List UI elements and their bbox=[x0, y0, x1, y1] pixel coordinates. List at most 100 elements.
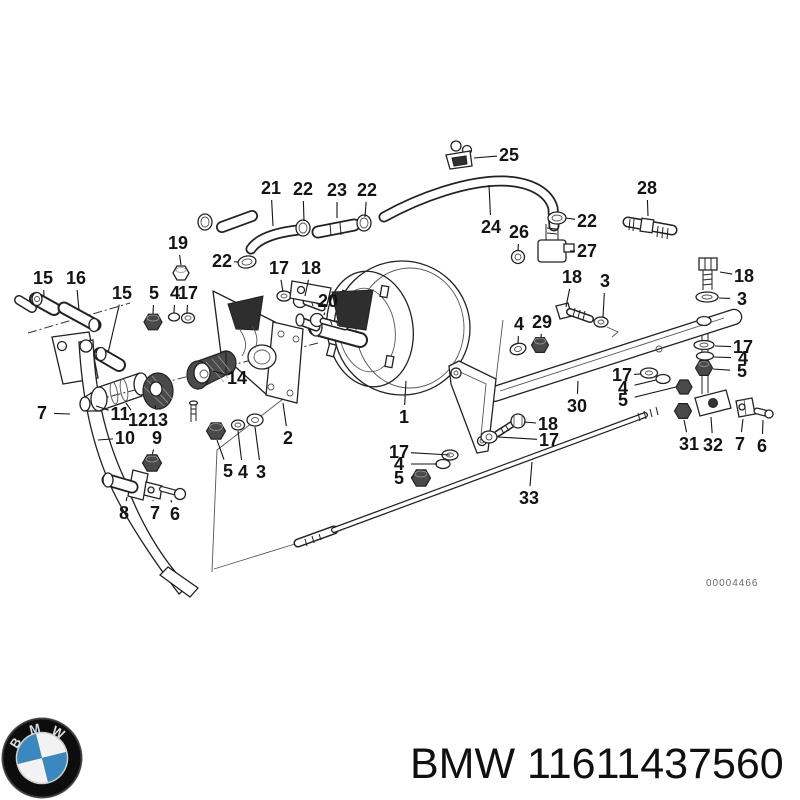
callout-leader-30 bbox=[576, 380, 579, 395]
callout-leader-4 bbox=[634, 379, 657, 386]
bmw-logo-letter-M: M bbox=[28, 720, 42, 737]
callout-leader-3 bbox=[254, 426, 260, 461]
callout-30: 30 bbox=[567, 396, 587, 416]
callout-leader-12 bbox=[125, 402, 132, 411]
callout-9: 9 bbox=[152, 428, 162, 448]
callout-leader-9 bbox=[151, 449, 155, 456]
callout-leader-20 bbox=[323, 312, 326, 316]
callout-3: 3 bbox=[600, 271, 610, 291]
support-bracket-drawing bbox=[410, 319, 550, 487]
callout-leader-4 bbox=[237, 430, 243, 461]
callout-22: 22 bbox=[212, 251, 232, 271]
callout-18: 18 bbox=[562, 267, 582, 287]
callout-17: 17 bbox=[389, 442, 409, 462]
callout-4: 4 bbox=[238, 462, 248, 482]
callout-13: 13 bbox=[148, 410, 168, 430]
callout-leader-5 bbox=[634, 386, 677, 398]
callout-leader-5 bbox=[216, 439, 225, 460]
callout-7: 7 bbox=[150, 503, 160, 523]
callout-leader-3 bbox=[602, 292, 605, 318]
callout-leader-18 bbox=[719, 271, 733, 275]
callout-leader-7 bbox=[53, 412, 71, 415]
callout-leader-1 bbox=[404, 380, 407, 406]
callout-leader-15 bbox=[107, 304, 120, 354]
callout-7: 7 bbox=[37, 403, 47, 423]
callout-25: 25 bbox=[499, 145, 519, 165]
callout-leader-18 bbox=[565, 288, 571, 308]
callout-leader-4 bbox=[713, 356, 732, 359]
pushrod-parts-drawing bbox=[14, 291, 264, 501]
callout-1: 1 bbox=[399, 407, 409, 427]
callout-27: 27 bbox=[577, 241, 597, 261]
brake-booster-drawing bbox=[295, 260, 471, 396]
callout-4: 4 bbox=[170, 283, 180, 303]
callout-leader-28 bbox=[646, 199, 649, 217]
callout-leader-18 bbox=[304, 279, 310, 297]
callout-32: 32 bbox=[703, 435, 723, 455]
callout-11: 11 bbox=[110, 404, 129, 424]
callout-4: 4 bbox=[514, 314, 524, 334]
callout-8: 8 bbox=[119, 503, 129, 523]
callout-24: 24 bbox=[481, 217, 501, 237]
callout-leader-17 bbox=[280, 279, 284, 293]
callout-leader-24 bbox=[488, 184, 491, 216]
callout-17: 17 bbox=[269, 258, 289, 278]
callout-leader-16 bbox=[76, 289, 80, 311]
callout-5: 5 bbox=[223, 461, 233, 481]
callout-6: 6 bbox=[170, 504, 180, 524]
callout-leader-25 bbox=[473, 155, 498, 159]
callout-17: 17 bbox=[612, 365, 632, 385]
callout-5: 5 bbox=[618, 390, 628, 410]
callout-leader-32 bbox=[710, 416, 713, 434]
callout-leader-2 bbox=[282, 402, 287, 427]
callout-leader-5 bbox=[712, 368, 731, 371]
callout-28: 28 bbox=[637, 178, 657, 198]
callout-leader-31 bbox=[683, 419, 688, 433]
callout-leader-11 bbox=[95, 405, 109, 411]
callout-leader-8 bbox=[125, 496, 128, 502]
callout-3: 3 bbox=[737, 289, 747, 309]
callout-22: 22 bbox=[577, 211, 597, 231]
callout-26: 26 bbox=[509, 222, 529, 242]
callout-18: 18 bbox=[301, 258, 321, 278]
drawing-number: 00004466 bbox=[706, 578, 759, 589]
callout-3: 3 bbox=[256, 462, 266, 482]
callout-5: 5 bbox=[394, 468, 404, 488]
pushrod-cable-drawing bbox=[213, 389, 774, 570]
part-number-title: BMW 11611437560 bbox=[410, 740, 784, 788]
callout-12: 12 bbox=[128, 410, 148, 430]
callout-leader-17 bbox=[410, 452, 451, 456]
callout-15: 15 bbox=[112, 283, 132, 303]
callout-22: 22 bbox=[293, 179, 313, 199]
callout-19: 19 bbox=[168, 233, 188, 253]
callout-2: 2 bbox=[283, 428, 293, 448]
callout-leader-19 bbox=[179, 254, 182, 266]
callout-leader-22 bbox=[565, 217, 576, 220]
callout-29: 29 bbox=[532, 312, 552, 332]
callout-23: 23 bbox=[327, 180, 347, 200]
callout-leader-21 bbox=[271, 199, 274, 227]
callout-5: 5 bbox=[149, 283, 159, 303]
callout-leader-6 bbox=[170, 499, 173, 503]
callout-31: 31 bbox=[679, 434, 699, 454]
callout-4: 4 bbox=[618, 378, 628, 398]
callout-21: 21 bbox=[261, 178, 281, 198]
callout-16: 16 bbox=[66, 268, 86, 288]
callout-4: 4 bbox=[738, 348, 748, 368]
callout-leader-6 bbox=[761, 419, 764, 435]
callout-33: 33 bbox=[519, 488, 539, 508]
callout-18: 18 bbox=[538, 414, 558, 434]
callout-20: 20 bbox=[318, 291, 338, 311]
callout-17: 17 bbox=[539, 430, 559, 450]
callout-10: 10 bbox=[115, 428, 135, 448]
pedal-arm-drawing bbox=[78, 339, 199, 598]
callout-17: 17 bbox=[178, 283, 198, 303]
callout-leader-33 bbox=[529, 461, 533, 487]
callout-leader-10 bbox=[97, 438, 114, 441]
callout-leader-22 bbox=[302, 200, 305, 222]
